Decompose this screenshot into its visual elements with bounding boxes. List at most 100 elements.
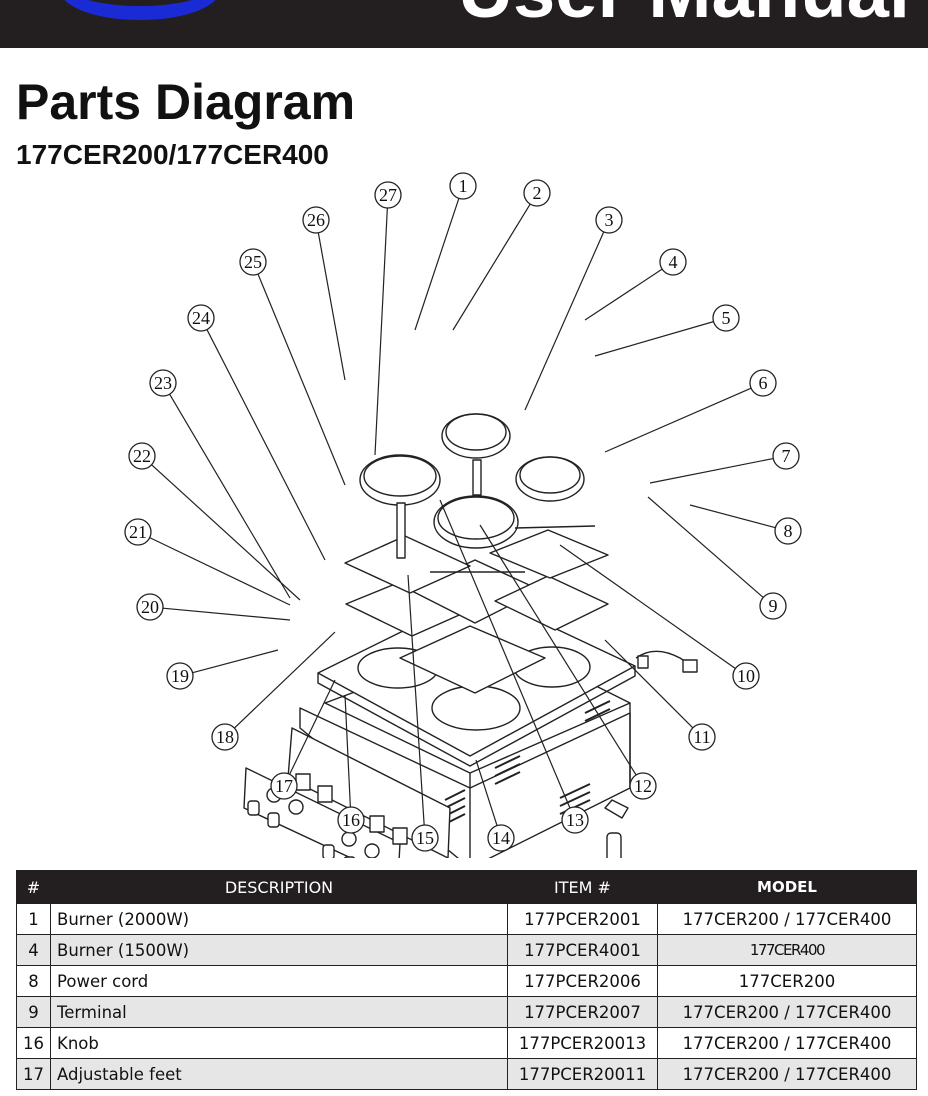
callout-leader-19 [192,649,279,674]
callout-label-5: 5 [722,308,731,328]
callout-label-7: 7 [782,446,791,466]
brand-logo [60,0,220,20]
callout-circle-25 [239,248,267,276]
callout-leader-18 [233,631,336,729]
callout-leader-22 [151,464,301,601]
callout-label-1: 1 [459,176,468,196]
header-banner: User Manual [0,0,928,48]
callout-label-12: 12 [634,776,652,796]
callout-leader-17 [289,679,336,775]
callout-leader-14 [475,759,498,826]
callout-leader-26 [317,232,346,381]
plug [682,659,698,673]
callout-circle-19 [166,662,194,690]
model-subtitle: 177CER200/177CER400 [16,139,329,170]
callout-circle-12 [629,772,657,800]
callout-circle-6 [749,369,777,397]
callout-leader-6 [604,387,752,453]
page-title: Parts Diagram [16,74,356,130]
callout-label-24: 24 [192,308,210,328]
callout-label-16: 16 [342,810,360,830]
part-item-number: 177PCER20011 [507,1058,658,1090]
callout-leader-8 [689,504,776,529]
part-description: Burner (1500W) [50,934,508,966]
callout-leader-23 [169,393,291,599]
callout-leader-21 [149,537,291,606]
part-number: 17 [16,1058,51,1090]
part-description: Burner (2000W) [50,903,508,935]
callout-circle-27 [374,181,402,209]
callout-circle-2 [523,179,551,207]
foot-right [606,832,622,858]
callout-leader-9 [647,496,764,598]
top-cover-edge [317,666,636,767]
table-row: 1 Burner (2000W) 177PCER2001 177CER200 /… [16,903,917,935]
banner-title: User Manual [458,0,910,30]
table-row: 8 Power cord 177PCER2006 177CER200 [16,965,917,997]
callout-label-15: 15 [416,828,434,848]
callout-label-10: 10 [737,666,755,686]
callout-label-8: 8 [784,521,793,541]
callout-circle-26 [302,206,330,234]
parts-table: # DESCRIPTION ITEM # MODEL 1 Burner (200… [16,870,917,1090]
callout-circle-24 [187,304,215,332]
col-header-description: DESCRIPTION [50,870,508,904]
part-model: 177CER200 [657,965,917,997]
part-item-number: 177PCER4001 [507,934,658,966]
burners [359,413,585,549]
callout-label-27: 27 [379,185,397,205]
callout-circle-15 [411,824,439,852]
callout-label-23: 23 [154,373,172,393]
part-model: 177CER200 / 177CER400 [657,996,917,1028]
callout-circle-4 [659,248,687,276]
table-row: 9 Terminal 177PCER2007 177CER200 / 177CE… [16,996,917,1028]
tray-right [494,575,609,631]
callout-label-22: 22 [133,446,151,466]
callout-circle-5 [712,304,740,332]
part-description: Terminal [50,996,508,1028]
callout-leader-4 [584,268,663,321]
callout-circle-14 [487,824,515,852]
part-number: 8 [16,965,51,997]
part-item-number: 177PCER2001 [507,903,658,935]
callout-leader-16 [344,694,351,808]
table-row: 16 Knob 177PCER20013 177CER200 / 177CER4… [16,1027,917,1059]
part-model: 177CER200 / 177CER400 [657,1058,917,1090]
callout-leader-10 [559,544,736,670]
col-header-item: ITEM # [507,870,658,904]
callout-label-21: 21 [129,522,147,542]
callout-leader-2 [452,203,531,331]
callout-label-14: 14 [492,828,510,848]
part-item-number: 177PCER20013 [507,1027,658,1059]
callout-leader-15 [407,574,425,826]
callout-label-13: 13 [566,810,584,830]
burner-stem [396,502,406,559]
table-header-row: # DESCRIPTION ITEM # MODEL [16,870,917,904]
burner-stem-rear [472,459,482,496]
plate-right [489,529,609,579]
part-model: 177CER200 / 177CER400 [657,1027,917,1059]
callout-circle-22 [128,442,156,470]
callout-leader-13 [439,499,571,809]
corner-bracket-right [604,799,629,819]
part-number: 9 [16,996,51,1028]
callout-circle-13 [561,806,589,834]
switches [295,773,408,845]
callout-label-19: 19 [171,666,189,686]
callout-circle-20 [136,593,164,621]
callout-label-4: 4 [669,252,678,272]
callout-label-26: 26 [307,210,325,230]
callout-circle-16 [337,806,365,834]
callout-circle-8 [774,517,802,545]
part-number: 16 [16,1027,51,1059]
part-model: 177CER400 [657,934,917,966]
callout-label-2: 2 [533,183,542,203]
part-description: Knob [50,1027,508,1059]
callout-circle-1 [449,172,477,200]
callout-leader-20 [162,607,291,621]
callout-label-17: 17 [275,776,293,796]
callout-circle-23 [149,369,177,397]
terminal-block [637,655,649,669]
